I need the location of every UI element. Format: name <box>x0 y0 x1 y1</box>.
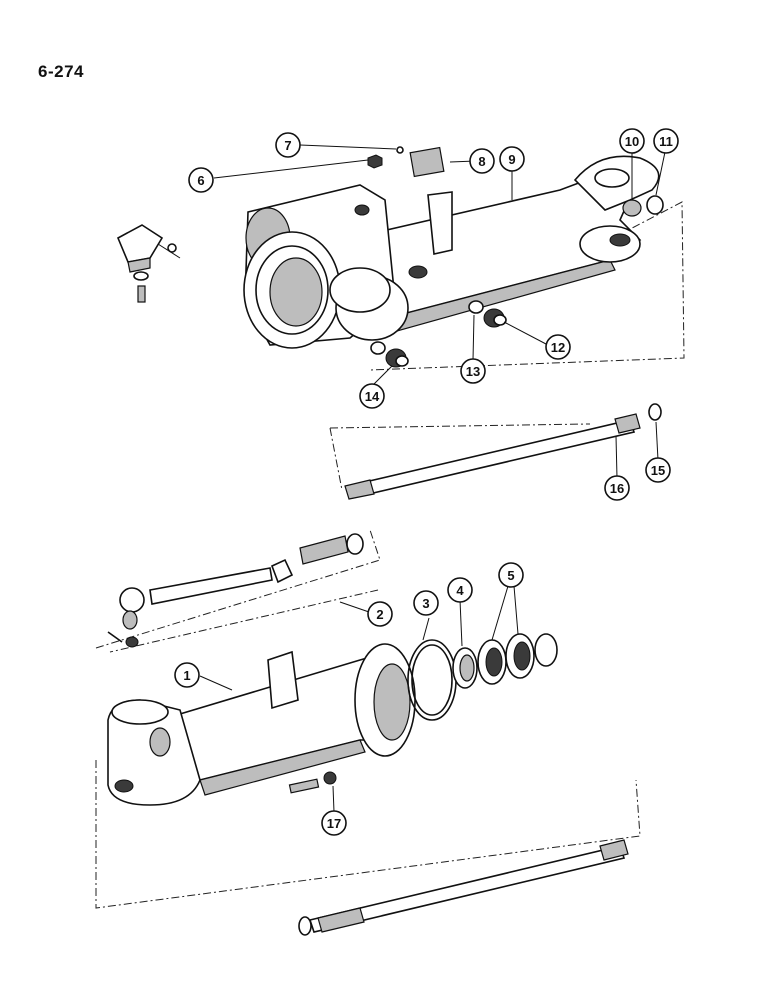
callout-12: 12 <box>545 334 571 360</box>
callout-1-label: 1 <box>183 668 190 683</box>
callout-11: 11 <box>653 128 679 154</box>
callout-7: 7 <box>275 132 301 158</box>
callout-14: 14 <box>359 383 385 409</box>
callout-17: 17 <box>321 810 347 836</box>
lower-axle-shaft <box>298 839 629 936</box>
tie-rod-assembly <box>95 529 381 653</box>
callout-13-label: 13 <box>466 364 480 379</box>
callout-17-label: 17 <box>327 816 341 831</box>
callout-14-label: 14 <box>365 389 380 404</box>
part-8-plate <box>409 146 445 178</box>
callout-4-label: 4 <box>456 583 464 598</box>
callout-16: 16 <box>604 475 630 501</box>
upper-axle-housing <box>243 155 685 371</box>
part-6-nut <box>367 154 383 169</box>
part-11-seal <box>646 195 664 215</box>
callout-7-label: 7 <box>284 138 291 153</box>
callout-12-label: 12 <box>551 340 565 355</box>
callout-11-label: 11 <box>659 134 673 149</box>
part-10-bushing <box>622 199 642 217</box>
part-5-bearings <box>477 633 558 685</box>
bracket-assembly <box>116 224 181 303</box>
callout-1: 1 <box>174 662 200 688</box>
part-7-fitting <box>396 146 404 154</box>
callout-3: 3 <box>413 590 439 616</box>
part-3-oring <box>407 639 457 721</box>
callout-5-label: 5 <box>507 568 514 583</box>
callout-2-label: 2 <box>376 607 383 622</box>
part-13-washer <box>468 300 484 314</box>
part-4-seal <box>452 647 478 689</box>
callout-6: 6 <box>188 167 214 193</box>
lower-axle-housing <box>95 643 641 909</box>
page-number: 6-274 <box>38 62 84 81</box>
part-14-plug <box>370 341 409 368</box>
callout-9: 9 <box>499 146 525 172</box>
callout-10: 10 <box>619 128 645 154</box>
callout-4: 4 <box>447 577 473 603</box>
callout-16-label: 16 <box>610 481 624 496</box>
callout-5: 5 <box>498 562 524 588</box>
callout-8: 8 <box>469 148 495 174</box>
callout-6-label: 6 <box>197 173 204 188</box>
callout-8-label: 8 <box>478 154 485 169</box>
callout-2: 2 <box>367 601 393 627</box>
callout-13: 13 <box>460 358 486 384</box>
callout-9-label: 9 <box>508 152 515 167</box>
part-16-shaft <box>329 413 641 500</box>
callout-15-label: 15 <box>651 463 665 478</box>
leader-lines <box>199 144 666 813</box>
callout-10-label: 10 <box>625 134 639 149</box>
part-17-bolt <box>288 771 337 794</box>
callout-15: 15 <box>645 457 671 483</box>
callout-3-label: 3 <box>422 596 429 611</box>
part-12-plug <box>483 308 507 328</box>
part-15-ring <box>648 403 662 421</box>
